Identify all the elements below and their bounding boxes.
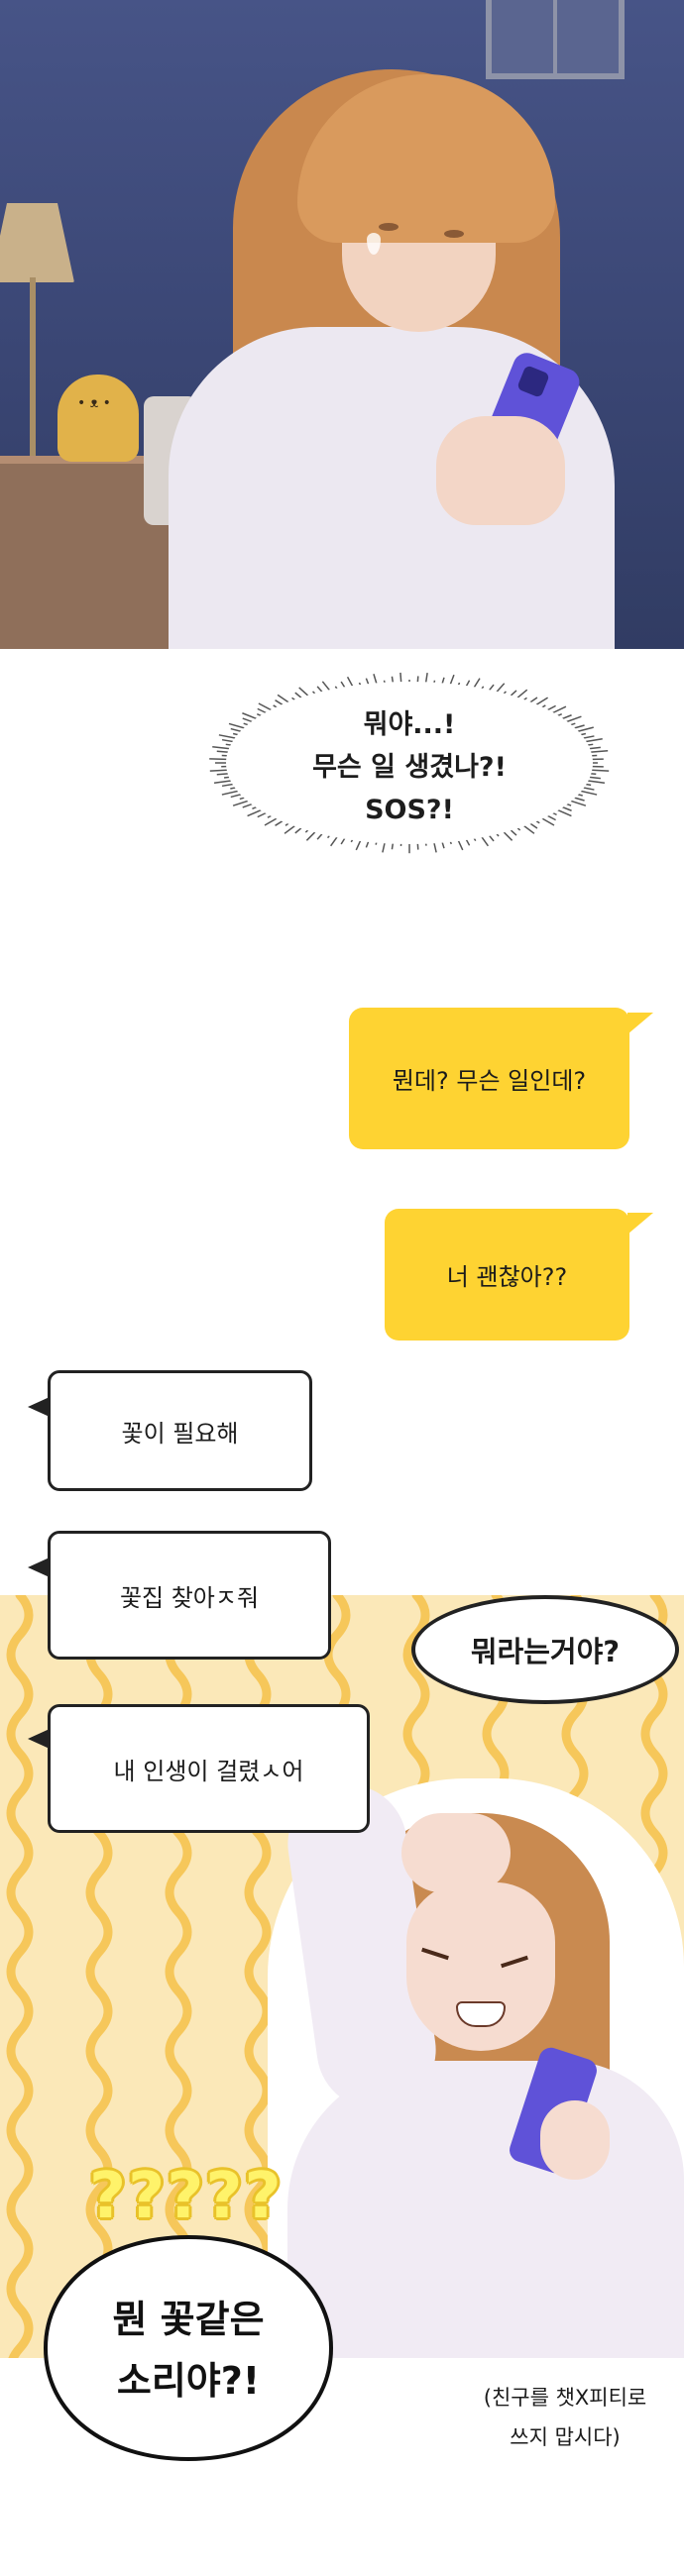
window xyxy=(486,0,625,79)
received-message-1: 꽃이 필요해 xyxy=(48,1370,312,1491)
thought-line-2: 무슨 일 생겼나?! xyxy=(312,752,507,783)
lamp-pole xyxy=(30,277,36,456)
received-message-2: 꽃집 찾아ㅈ줘 xyxy=(48,1531,331,1660)
character-eye-right xyxy=(444,230,464,238)
received-message-2-text: 꽃집 찾아ㅈ줘 xyxy=(119,1583,260,1612)
shout-line-2: 소리야?! xyxy=(116,2359,261,2403)
sent-message-2-text: 너 괜찮아?? xyxy=(446,1263,568,1291)
shout-bubble-shape xyxy=(43,2234,334,2462)
toy-figure xyxy=(57,375,139,462)
thought-line-1: 뭐야...! xyxy=(363,709,456,740)
character-sweater xyxy=(287,2061,684,2358)
thought-text: 뭐야...! 무슨 일 생겼나?! SOS?! xyxy=(201,703,618,831)
received-message-3-tail xyxy=(28,1729,50,1749)
reaction-bubble: 뭐라는거야? xyxy=(411,1595,679,1704)
received-message-1-text: 꽃이 필요해 xyxy=(121,1419,239,1448)
sweat-drop-icon xyxy=(367,233,381,255)
sent-message-1-tail xyxy=(627,1013,653,1034)
author-note-line-1: (친구를 챗X피티로 xyxy=(483,2386,647,2410)
received-message-1-tail xyxy=(28,1397,50,1417)
shout-text: 뭔 꽃같은 소리야?! xyxy=(40,2289,337,2412)
thought-line-3: SOS?! xyxy=(365,795,454,825)
received-message-3: 내 인생이 걸렸ㅅ어 xyxy=(48,1704,370,1833)
thought-bubble: 뭐야...! 무슨 일 생겼나?! SOS?! xyxy=(201,664,618,862)
author-note-line-2: 쓰지 맙시다) xyxy=(510,2425,621,2449)
received-message-3-text: 내 인생이 걸렸ㅅ어 xyxy=(113,1757,304,1785)
bedroom-panel: • ᴥ • xyxy=(0,0,684,649)
thought-bubble-shape xyxy=(209,672,610,854)
question-marks: ????? xyxy=(89,2160,284,2233)
sent-message-2: 너 괜찮아?? xyxy=(385,1209,629,1341)
sent-message-1-text: 뭔데? 무슨 일인데? xyxy=(392,1067,587,1095)
author-note: (친구를 챗X피티로 쓰지 맙시다) xyxy=(456,2378,674,2457)
character-hands xyxy=(436,416,565,525)
character-eye-left xyxy=(379,223,399,231)
open-mouth xyxy=(456,2001,506,2027)
received-message-2-tail xyxy=(28,1557,50,1577)
toy-face-icon: • ᴥ • xyxy=(77,395,111,411)
hand-on-head xyxy=(401,1813,511,1892)
wave-line xyxy=(6,1595,34,2358)
shout-bubble: 뭔 꽃같은 소리야?! xyxy=(40,2229,337,2467)
sent-message-2-tail xyxy=(627,1213,653,1234)
shout-line-1: 뭔 꽃같은 xyxy=(112,2298,265,2341)
reaction-bubble-text: 뭐라는거야? xyxy=(470,1635,621,1668)
sent-message-1: 뭔데? 무슨 일인데? xyxy=(349,1008,629,1149)
hand-holding-phone xyxy=(540,2100,610,2180)
